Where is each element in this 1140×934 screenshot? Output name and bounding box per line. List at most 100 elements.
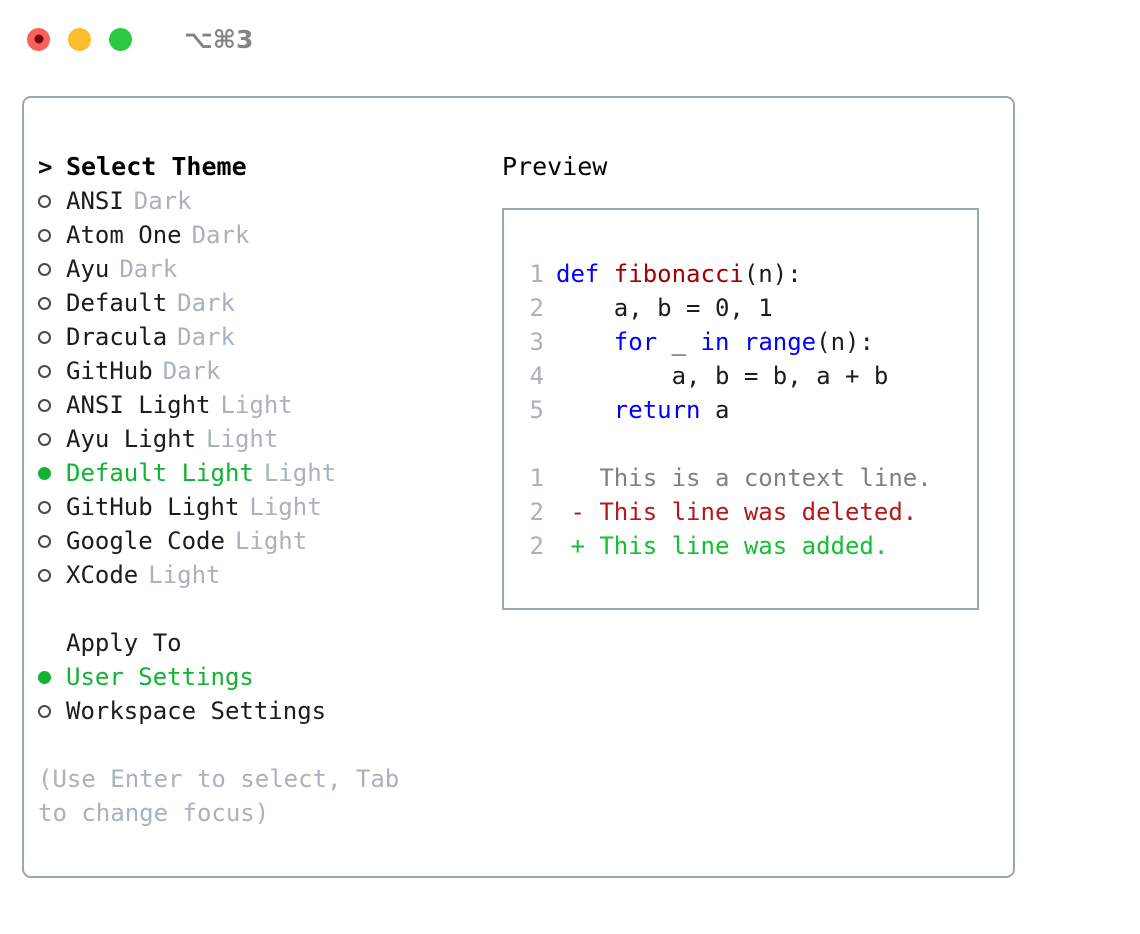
code-token: _: [657, 328, 701, 356]
line-number: 2: [529, 294, 544, 322]
code-token: range: [743, 328, 817, 356]
theme-item-label: GitHub: [66, 357, 153, 385]
bullet-glyph: [38, 262, 51, 276]
code-token: (n):: [743, 260, 802, 288]
line-number: 5: [529, 396, 544, 424]
spacer: [38, 592, 508, 626]
theme-item-label: ANSI Light: [66, 391, 211, 419]
theme-item-variant-tag: Dark: [177, 323, 235, 351]
line-content: def fibonacci(n):: [556, 257, 802, 291]
theme-item-variant-tag: Dark: [133, 187, 192, 215]
radio-unselected-icon[interactable]: [38, 694, 66, 728]
theme-list-item[interactable]: GitHub Light Light: [38, 490, 508, 524]
minimize-window-button[interactable]: [68, 27, 91, 51]
theme-item-label: Atom One: [66, 221, 182, 249]
theme-item-variant-tag: Light: [249, 493, 322, 521]
line-content: - This line was deleted.: [556, 495, 917, 529]
radio-unselected-icon[interactable]: [38, 354, 66, 388]
radio-unselected-icon[interactable]: [38, 558, 66, 592]
theme-item-label: Dracula: [66, 323, 168, 351]
theme-item-variant-tag: Light: [206, 425, 279, 453]
line-content: This is a context line.: [556, 461, 932, 495]
radio-unselected-icon[interactable]: [38, 422, 66, 456]
theme-list-item[interactable]: XCode Light: [38, 558, 508, 592]
theme-item-variant-tag: Dark: [119, 255, 178, 283]
line-number: 1: [529, 260, 544, 288]
keyboard-hint: (Use Enter to select, Tab to change focu…: [38, 765, 400, 827]
radio-selected-icon[interactable]: [38, 456, 66, 490]
select-theme-label: Select Theme: [66, 152, 247, 181]
theme-item-label: GitHub Light: [66, 493, 240, 521]
code-token: a, b = 0, 1: [556, 294, 773, 322]
select-theme-header: > Select Theme: [38, 150, 508, 184]
diff-sample: 1 This is a context line. 2 - This line w…: [504, 461, 977, 563]
line-number: 3: [529, 328, 544, 356]
line-content: a, b = 0, 1: [556, 291, 773, 325]
theme-list-item[interactable]: ANSI Light Light: [38, 388, 508, 422]
radio-unselected-icon[interactable]: [38, 252, 66, 286]
code-line: 1 def fibonacci(n):: [504, 257, 977, 291]
bullet-glyph: [38, 364, 51, 378]
code-token: This is a context line.: [556, 464, 932, 492]
apply-to-option[interactable]: User Settings: [38, 660, 508, 694]
bullet-glyph: [38, 534, 51, 548]
theme-item-variant-tag: Dark: [177, 289, 235, 317]
theme-item-label: Google Code: [66, 527, 225, 555]
code-line: 3 for _ in range(n):: [504, 325, 977, 359]
bullet-glyph: [38, 704, 51, 718]
code-token: def: [556, 260, 614, 288]
bullet-glyph: [38, 296, 51, 310]
theme-list-item[interactable]: Google Code Light: [38, 524, 508, 558]
line-content: for _ in range(n):: [556, 325, 874, 359]
code-token: - This line was deleted.: [556, 498, 918, 526]
diff-line: 1 This is a context line.: [504, 461, 977, 495]
apply-to-label: Apply To: [66, 629, 182, 657]
code-line: 2 a, b = 0, 1: [504, 291, 977, 325]
theme-item-label: XCode: [66, 561, 139, 589]
theme-list-item[interactable]: ANSI Dark: [38, 184, 508, 218]
line-number: 4: [529, 362, 544, 390]
line-number: 2: [529, 532, 544, 560]
title-bar: ⌥⌘3: [0, 0, 1140, 78]
line-number: 2: [529, 498, 544, 526]
traffic-light-controls: [27, 27, 132, 51]
line-content: return a: [556, 393, 730, 427]
radio-unselected-icon[interactable]: [38, 320, 66, 354]
code-token: return: [613, 396, 701, 424]
radio-unselected-icon[interactable]: [38, 524, 66, 558]
close-window-button[interactable]: [27, 27, 50, 51]
radio-unselected-icon[interactable]: [38, 218, 66, 252]
maximize-window-button[interactable]: [109, 27, 132, 51]
theme-item-variant-tag: Light: [220, 391, 293, 419]
radio-unselected-icon[interactable]: [38, 388, 66, 422]
code-line: 4 a, b = b, a + b: [504, 359, 977, 393]
apply-to-option[interactable]: Workspace Settings: [38, 694, 508, 728]
radio-unselected-icon[interactable]: [38, 286, 66, 320]
bullet-glyph: [38, 466, 51, 480]
theme-item-label: ANSI: [66, 187, 124, 215]
radio-selected-icon[interactable]: [38, 660, 66, 694]
bullet-glyph: [38, 432, 51, 446]
bullet-glyph: [38, 568, 51, 582]
theme-list-item[interactable]: Dracula Dark: [38, 320, 508, 354]
theme-item-variant-tag: Light: [234, 527, 308, 555]
radio-unselected-icon[interactable]: [38, 490, 66, 524]
bullet-glyph: [38, 330, 51, 344]
theme-item-variant-tag: Light: [263, 459, 337, 487]
code-token: [729, 328, 743, 356]
apply-to-option-label: Workspace Settings: [66, 697, 327, 725]
radio-unselected-icon[interactable]: [38, 184, 66, 218]
theme-item-variant-tag: Light: [148, 561, 221, 589]
bullet-glyph: [38, 500, 51, 514]
window-title: ⌥⌘3: [184, 24, 254, 54]
